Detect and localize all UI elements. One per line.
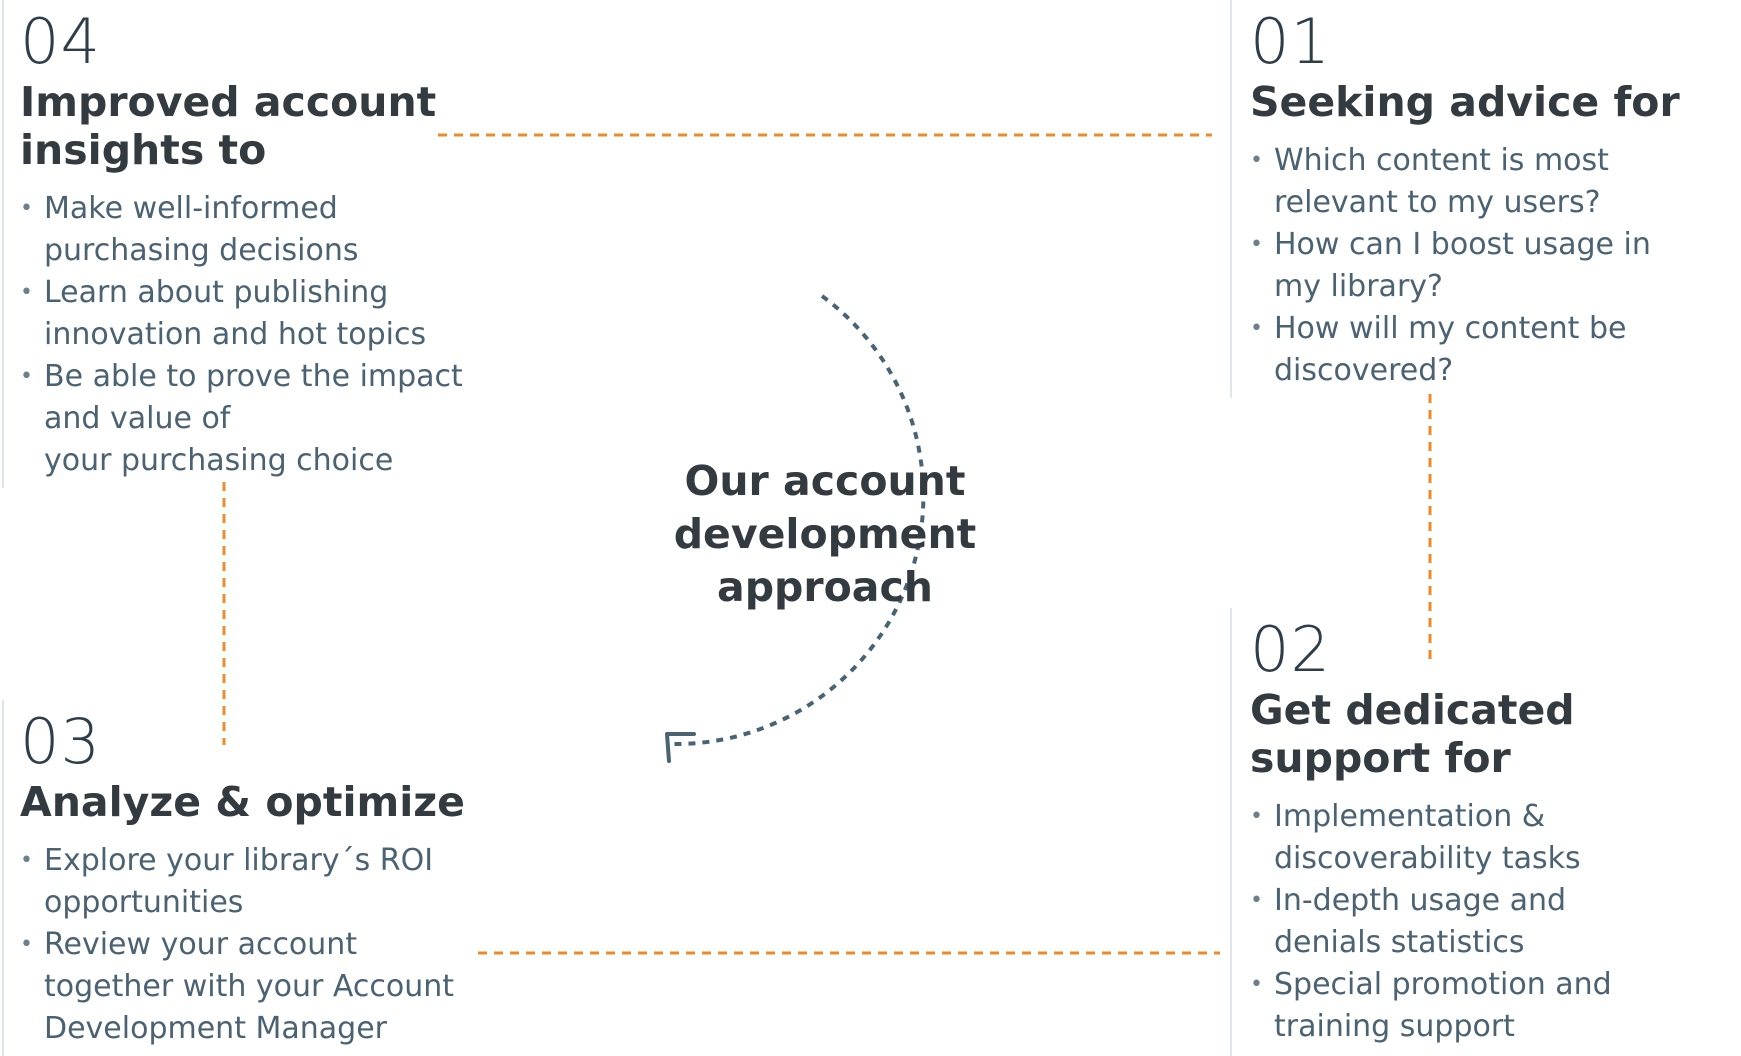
step-heading-line: Analyze & optimize (20, 778, 465, 826)
list-item-line: Implementation & (1274, 799, 1546, 834)
step-number: 01 (1250, 5, 1331, 78)
step-02: 02 Get dedicated support for Implementat… (1250, 613, 1720, 1048)
list-item-line: Be able to prove the impact (44, 359, 463, 394)
list-item: In-depth usage and denials statistics (1250, 880, 1720, 964)
list-item-line: Learn about publishing (44, 275, 389, 310)
step-heading: Analyze & optimize (20, 778, 490, 826)
center-title-line: approach (717, 563, 933, 611)
step-heading-line: Get dedicated (1250, 686, 1575, 734)
list-item: Special promotion and training support (1250, 964, 1720, 1048)
step-01: 01 Seeking advice for Which content is m… (1250, 5, 1720, 392)
step-heading-line: insights to (20, 126, 267, 174)
list-item-line: In-depth usage and (1274, 883, 1567, 918)
divider-left-bottom (2, 700, 4, 1056)
list-item-line: Development Manager (44, 1011, 387, 1046)
list-item-line: opportunities (44, 885, 244, 920)
list-item-line: discovered? (1274, 353, 1454, 388)
step-04: 04 Improved account insights to Make wel… (20, 5, 490, 482)
center-title-line: Our account (684, 457, 966, 505)
list-item-line: and value of (44, 401, 231, 436)
step-heading-line: support for (1250, 734, 1511, 782)
list-item: Implementation & discoverability tasks (1250, 796, 1720, 880)
list-item: Be able to prove the impact and value of… (20, 356, 490, 482)
center-title: Our account development approach (660, 455, 990, 614)
list-item-line: purchasing decisions (44, 233, 359, 268)
list-item-line: Explore your library´s ROI (44, 843, 434, 878)
divider-right-top (1230, 0, 1232, 398)
step-heading: Seeking advice for (1250, 78, 1720, 126)
divider-left-top (2, 0, 4, 488)
list-item-line: relevant to my users? (1274, 185, 1601, 220)
list-item: Make well-informed purchasing decisions (20, 188, 490, 272)
list-item-line: denials statistics (1274, 925, 1525, 960)
list-item: Learn about publishing innovation and ho… (20, 272, 490, 356)
list-item-line: Special promotion and (1274, 967, 1612, 1002)
list-item-line: training support (1274, 1009, 1515, 1044)
cycle-arrowhead (665, 732, 696, 763)
step-heading: Improved account insights to (20, 78, 490, 174)
step-points: Make well-informed purchasing decisions … (20, 188, 490, 482)
list-item-line: Make well-informed (44, 191, 338, 226)
step-03: 03 Analyze & optimize Explore your libra… (20, 705, 490, 1050)
step-points: Implementation & discoverability tasks I… (1250, 796, 1720, 1048)
step-heading-line: Seeking advice for (1250, 78, 1680, 126)
list-item: Which content is most relevant to my use… (1250, 140, 1720, 224)
center-title-line: development (673, 510, 977, 558)
circular-arrow-icon (665, 294, 926, 763)
list-item-line: How can I boost usage in (1274, 227, 1651, 262)
step-number: 04 (20, 5, 101, 78)
list-item: Review your account together with your A… (20, 924, 490, 1050)
step-heading-line: Improved account (20, 78, 437, 126)
list-item: How will my content be discovered? (1250, 308, 1720, 392)
list-item-line: my library? (1274, 269, 1443, 304)
divider-right-bottom (1230, 608, 1232, 1056)
list-item-line: your purchasing choice (44, 443, 394, 478)
step-points: Which content is most relevant to my use… (1250, 140, 1720, 392)
step-number: 03 (20, 705, 101, 778)
list-item: Explore your library´s ROI opportunities (20, 840, 490, 924)
list-item: How can I boost usage in my library? (1250, 224, 1720, 308)
list-item-line: How will my content be (1274, 311, 1627, 346)
list-item-line: innovation and hot topics (44, 317, 427, 352)
list-item-line: discoverability tasks (1274, 841, 1581, 876)
step-points: Explore your library´s ROI opportunities… (20, 840, 490, 1050)
list-item-line: Review your account (44, 927, 358, 962)
step-heading: Get dedicated support for (1250, 686, 1720, 782)
list-item-line: Which content is most (1274, 143, 1609, 178)
step-number: 02 (1250, 613, 1331, 686)
list-item-line: together with your Account (44, 969, 455, 1004)
cycle-arc (671, 294, 926, 747)
